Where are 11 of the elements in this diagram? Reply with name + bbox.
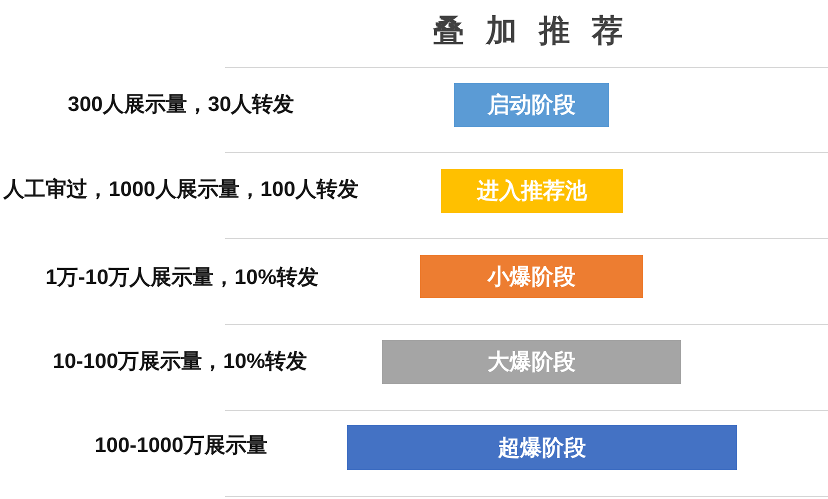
stage-description: 人工审过，1000人展示量，100人转发 <box>4 178 358 202</box>
stage-bar: 进入推荐池 <box>441 169 623 213</box>
title: 叠加推荐 <box>433 14 645 46</box>
stage-description: 1万-10万人展示量，10%转发 <box>45 266 319 290</box>
stage-bar: 启动阶段 <box>454 83 609 127</box>
stage-description: 10-100万展示量，10%转发 <box>52 350 308 374</box>
stage-bar: 大爆阶段 <box>382 340 681 384</box>
stage-bar: 超爆阶段 <box>347 425 737 470</box>
stage-description: 100-1000万展示量 <box>94 434 268 458</box>
stage-bar: 小爆阶段 <box>420 255 643 298</box>
stage-description: 300人展示量，30人转发 <box>68 92 294 118</box>
